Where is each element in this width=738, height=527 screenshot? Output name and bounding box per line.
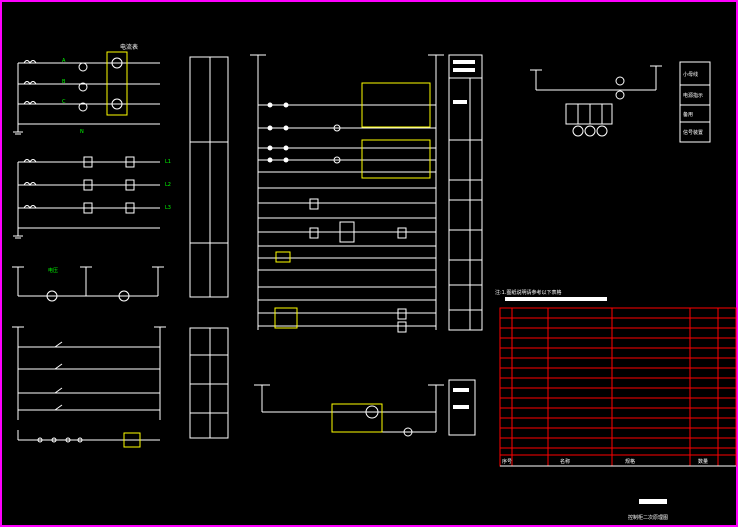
- left-terminal-panel: [189, 56, 229, 439]
- title-block: 控制柜二次原理图: [628, 499, 668, 521]
- label-l1: L1: [165, 159, 171, 165]
- label-b: B: [62, 79, 66, 85]
- col-qty: 数量: [698, 458, 708, 465]
- panel-label-3: 备用: [683, 111, 693, 118]
- col-name: 名称: [560, 458, 570, 465]
- relay-coil-group: L1 L2 L3: [13, 156, 171, 239]
- col-spec: 规格: [625, 458, 635, 465]
- legend-panel: 小母线 电源指示 备用 信号装置: [679, 61, 711, 143]
- col-seq: 序号: [502, 458, 512, 465]
- table-note: 注:1.图纸说明请参考以下表格: [495, 289, 561, 296]
- right-terminal-panel: [448, 54, 483, 436]
- label-n: N: [80, 129, 84, 135]
- label-a: A: [62, 58, 66, 64]
- label-c: C: [62, 99, 66, 105]
- label-l3: L3: [165, 205, 171, 211]
- footer-title: 控制柜二次原理图: [628, 514, 668, 521]
- ct-top-label: 电流表: [120, 43, 138, 51]
- volt-label: 电压: [48, 267, 58, 274]
- panel-label-1: 小母线: [683, 71, 698, 78]
- voltage-circuit-group: 电压: [12, 266, 164, 302]
- ct-circuit-group: A B C 电流表 N: [13, 43, 160, 135]
- label-l2: L2: [165, 182, 171, 188]
- control-contacts-group: [12, 326, 166, 448]
- parts-table: 注:1.图纸说明请参考以下表格 序号 名称 规格 数量: [495, 289, 737, 467]
- panel-label-4: 信号装置: [683, 129, 703, 136]
- main-control-circuit: [250, 54, 444, 333]
- lower-control-circuit: [254, 384, 444, 437]
- indicator-circuit: [530, 65, 662, 137]
- panel-label-2: 电源指示: [683, 92, 703, 99]
